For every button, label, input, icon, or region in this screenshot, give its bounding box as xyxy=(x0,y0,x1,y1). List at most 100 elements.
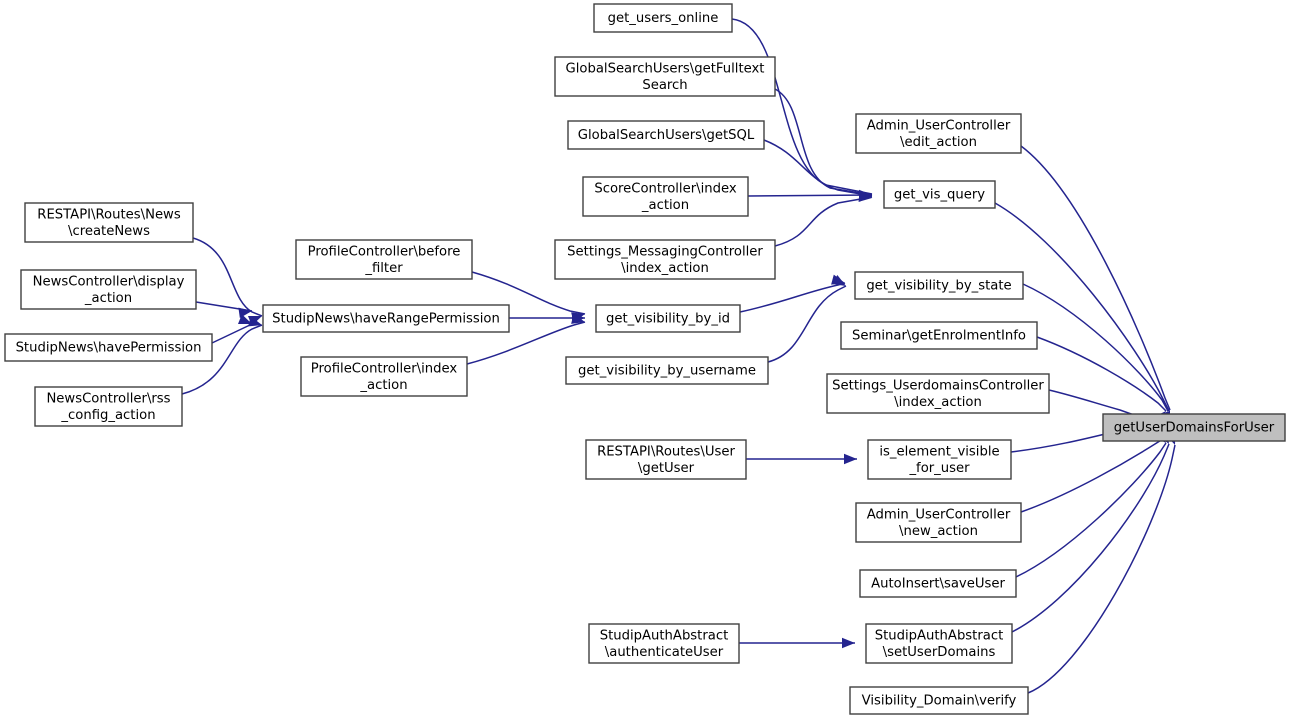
node-label: ScoreController\index_action xyxy=(594,182,737,214)
node-label: Admin_UserController\edit_action xyxy=(867,119,1011,151)
graph-node[interactable]: RESTAPI\Routes\User\getUser xyxy=(585,439,747,480)
call-edge xyxy=(1036,336,1167,412)
node-label: ProfileController\before_filter xyxy=(308,245,461,277)
call-edge xyxy=(1022,283,1169,412)
node-label: StudipNews\haveRangePermission xyxy=(272,312,500,327)
node-box[interactable] xyxy=(554,56,776,97)
graph-node[interactable]: Admin_UserController\new_action xyxy=(855,502,1022,543)
graph-node[interactable]: Seminar\getEnrolmentInfo xyxy=(840,321,1038,350)
graph-node[interactable]: get_visibility_by_state xyxy=(854,271,1024,300)
call-edge xyxy=(739,282,846,313)
node-box[interactable] xyxy=(883,180,996,209)
node-label: StudipAuthAbstract\authenticateUser xyxy=(600,629,729,661)
arrowhead-icon xyxy=(858,191,872,202)
node-label: NewsController\display_action xyxy=(33,275,185,307)
graph-node[interactable]: Visibility_Domain\verify xyxy=(849,686,1029,715)
call-edge xyxy=(466,321,586,365)
graph-node[interactable]: ProfileController\before_filter xyxy=(295,239,473,280)
call-edge xyxy=(181,324,263,395)
call-edge xyxy=(192,237,263,317)
call-edge xyxy=(1048,389,1135,416)
graph-node[interactable]: getUserDomainsForUser xyxy=(1102,413,1286,442)
node-box[interactable] xyxy=(20,269,197,310)
node-label: RESTAPI\Routes\User\getUser xyxy=(597,445,735,477)
graph-node[interactable]: Settings_UserdomainsController\index_act… xyxy=(826,373,1050,414)
graph-node[interactable]: ProfileController\index_action xyxy=(300,356,468,397)
arrowhead-icon xyxy=(844,453,857,465)
node-label: RESTAPI\Routes\News\createNews xyxy=(37,208,181,240)
node-label: AutoInsert\saveUser xyxy=(871,577,1005,592)
node-box[interactable] xyxy=(855,113,1022,154)
graph-node[interactable]: get_visibility_by_username xyxy=(565,356,769,385)
graph-node[interactable]: NewsController\rss_config_action xyxy=(34,386,183,427)
graph-node[interactable]: StudipNews\haveRangePermission xyxy=(262,304,510,333)
node-box[interactable] xyxy=(34,386,183,427)
node-label: is_element_visible_for_user xyxy=(879,445,999,477)
node-label: getUserDomainsForUser xyxy=(1114,421,1275,436)
call-edge xyxy=(1020,145,1171,411)
graph-node[interactable]: get_users_online xyxy=(593,3,733,33)
arrowhead-icon xyxy=(842,637,855,649)
call-edge xyxy=(1011,443,1170,633)
node-box[interactable] xyxy=(855,502,1022,543)
graph-node[interactable]: get_vis_query xyxy=(883,180,996,209)
arrowhead-icon xyxy=(571,313,585,324)
graph-node[interactable]: NewsController\display_action xyxy=(20,269,197,310)
node-box[interactable] xyxy=(854,271,1024,300)
graph-node[interactable]: StudipNews\havePermission xyxy=(4,333,213,362)
node-label: get_visibility_by_state xyxy=(866,279,1011,294)
node-box[interactable] xyxy=(865,623,1013,664)
graph-node[interactable]: ScoreController\index_action xyxy=(582,176,749,217)
node-label: Visibility_Domain\verify xyxy=(862,694,1017,709)
graph-node[interactable]: GlobalSearchUsers\getSQL xyxy=(567,120,765,150)
node-label: get_vis_query xyxy=(894,188,985,203)
node-box[interactable] xyxy=(849,686,1029,715)
node-box[interactable] xyxy=(585,439,747,480)
node-box[interactable] xyxy=(565,356,769,385)
arrowhead-icon xyxy=(832,274,846,286)
call-edge xyxy=(747,194,873,197)
node-label: GlobalSearchUsers\getSQL xyxy=(578,128,755,143)
graph-node[interactable]: Settings_MessagingController\index_actio… xyxy=(554,239,776,280)
call-edge xyxy=(763,139,873,197)
node-box[interactable] xyxy=(593,3,733,33)
edges-layer xyxy=(181,18,1176,694)
graph-node[interactable]: RESTAPI\Routes\News\createNews xyxy=(24,202,194,243)
graph-node[interactable]: get_visibility_by_id xyxy=(595,304,741,333)
focus-node-box[interactable] xyxy=(1102,413,1286,442)
node-label: StudipNews\havePermission xyxy=(16,341,202,356)
arrowhead-icon xyxy=(248,316,262,327)
node-label: get_visibility_by_id xyxy=(606,312,730,327)
node-label: ProfileController\index_action xyxy=(311,362,458,394)
node-box[interactable] xyxy=(826,373,1050,414)
node-label: StudipAuthAbstract\setUserDomains xyxy=(875,629,1004,661)
node-label: Admin_UserController\new_action xyxy=(867,508,1011,540)
node-box[interactable] xyxy=(567,120,765,150)
node-box[interactable] xyxy=(554,239,776,280)
node-box[interactable] xyxy=(24,202,194,243)
node-box[interactable] xyxy=(4,333,213,362)
node-box[interactable] xyxy=(262,304,510,333)
call-edge xyxy=(1027,444,1176,694)
node-box[interactable] xyxy=(300,356,468,397)
node-box[interactable] xyxy=(588,623,740,664)
call-edge xyxy=(471,271,586,315)
node-box[interactable] xyxy=(295,239,473,280)
graph-node[interactable]: Admin_UserController\edit_action xyxy=(855,113,1022,154)
graph-node[interactable]: AutoInsert\saveUser xyxy=(859,569,1017,598)
arrowhead-icon xyxy=(237,314,252,324)
node-label: Seminar\getEnrolmentInfo xyxy=(852,329,1026,344)
node-label: Settings_UserdomainsController\index_act… xyxy=(832,379,1044,411)
graph-node[interactable]: StudipAuthAbstract\setUserDomains xyxy=(865,623,1013,664)
node-box[interactable] xyxy=(867,439,1012,480)
node-box[interactable] xyxy=(582,176,749,217)
node-box[interactable] xyxy=(840,321,1038,350)
node-box[interactable] xyxy=(595,304,741,333)
node-box[interactable] xyxy=(859,569,1017,598)
graph-node[interactable]: is_element_visible_for_user xyxy=(867,439,1012,480)
graph-node[interactable]: StudipAuthAbstract\authenticateUser xyxy=(588,623,740,664)
call-edge xyxy=(774,196,873,247)
